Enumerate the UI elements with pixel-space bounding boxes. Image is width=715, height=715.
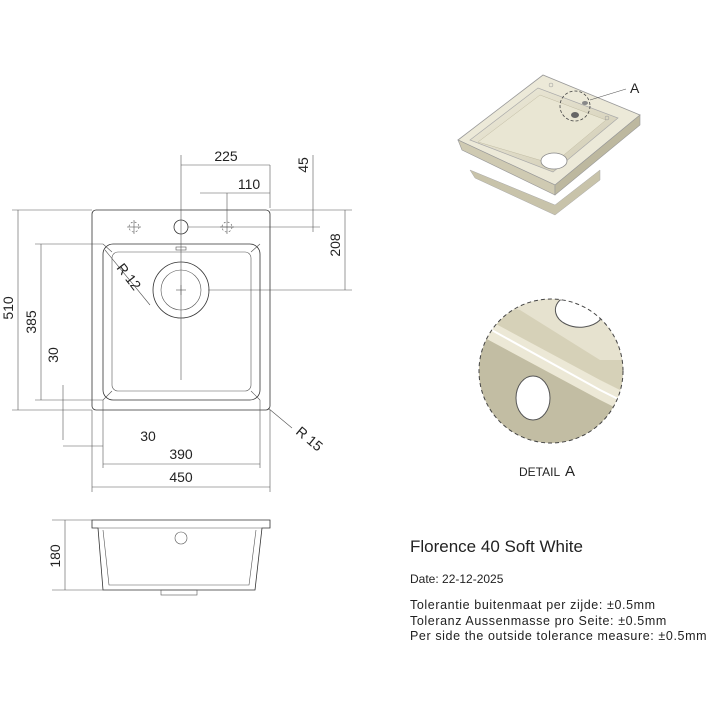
product-title: Florence 40 Soft White (410, 537, 583, 556)
dim-385: 385 (23, 310, 39, 334)
dim-30-bottom: 30 (140, 428, 156, 444)
basin-outer-outline (102, 243, 261, 401)
side-profile (91, 519, 271, 591)
top-view: 225 110 45 208 510 385 30 R 12 R 15 (0, 148, 352, 492)
dim-390: 390 (169, 446, 193, 462)
dim-450: 450 (169, 469, 193, 485)
dim-45: 45 (295, 157, 311, 173)
basin-inner-outline (111, 251, 252, 392)
dim-180: 180 (47, 544, 63, 568)
detail-callout-circle (559, 90, 591, 122)
detail-circle-outline (478, 298, 624, 444)
detail-label-letter: A (565, 463, 575, 480)
drawing-date: Date: 22-12-2025 (410, 572, 504, 586)
side-tap-hole (174, 531, 188, 545)
dim-radius-12: R 12 (114, 260, 145, 293)
tolerance-dutch: Tolerantie buitenmaat per zijde: ±0.5mm (410, 598, 656, 612)
dim-110: 110 (238, 176, 261, 192)
detail-a-view: DETAIL A (478, 298, 624, 480)
isometric-view: A (457, 74, 641, 216)
detail-tap-hole (515, 375, 551, 421)
dim-radius-15: R 15 (293, 423, 326, 454)
side-view: 180 (47, 519, 271, 596)
detail-label-word: DETAIL (519, 465, 560, 479)
tolerance-english: Per side the outside tolerance measure: … (410, 629, 708, 643)
dim-30-left: 30 (45, 347, 61, 363)
side-drain (160, 589, 198, 596)
tolerance-german: Toleranz Aussenmasse pro Seite: ±0.5mm (410, 614, 667, 628)
dim-208: 208 (327, 233, 343, 257)
dim-225: 225 (214, 148, 238, 164)
dim-510: 510 (0, 296, 16, 320)
detail-callout-label: A (630, 80, 640, 96)
drain-3d (540, 152, 568, 170)
